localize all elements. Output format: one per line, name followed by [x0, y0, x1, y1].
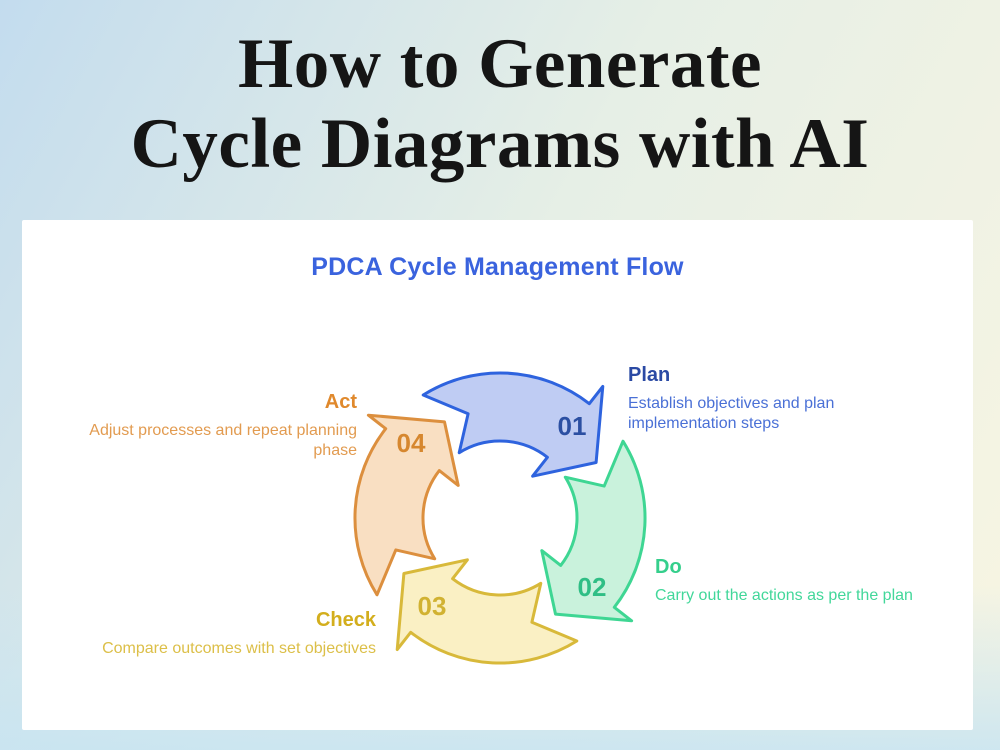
do-heading: Do — [655, 556, 682, 578]
main-title: How to Generate Cycle Diagrams with AI — [0, 24, 1000, 184]
plan-heading: Plan — [628, 364, 671, 386]
check-section: Check Compare outcomes with set objectiv… — [76, 609, 376, 659]
check-description: Compare outcomes with set objectives — [102, 640, 376, 657]
check-arrow — [393, 555, 581, 668]
diagram-title: PDCA Cycle Management Flow — [311, 253, 684, 281]
act-section: Act Adjust processes and repeat planning… — [70, 391, 357, 461]
plan-description: Establish objectives and plan implementa… — [628, 395, 835, 432]
check-heading: Check — [315, 609, 376, 631]
act-description: Adjust processes and repeat planning pha… — [89, 422, 357, 459]
main-title-line-2: Cycle Diagrams with AI — [130, 105, 870, 183]
do-arrow — [537, 437, 650, 625]
check-step-number: 03 — [418, 591, 447, 621]
do-step-number: 02 — [578, 572, 607, 602]
plan-arrow — [419, 368, 607, 481]
main-title-line-1: How to Generate — [237, 25, 763, 103]
act-step-number: 04 — [397, 428, 426, 458]
act-heading: Act — [324, 391, 357, 413]
content-card: PDCA Cycle Management Flow — [22, 220, 973, 730]
do-description: Carry out the actions as per the plan — [655, 587, 913, 604]
do-section: Do Carry out the actions as per the plan — [655, 556, 975, 606]
act-arrow — [350, 411, 463, 599]
plan-section: Plan Establish objectives and plan imple… — [628, 364, 860, 434]
plan-step-number: 01 — [558, 411, 587, 441]
cycle-diagram: 01 02 03 04 — [350, 368, 650, 668]
